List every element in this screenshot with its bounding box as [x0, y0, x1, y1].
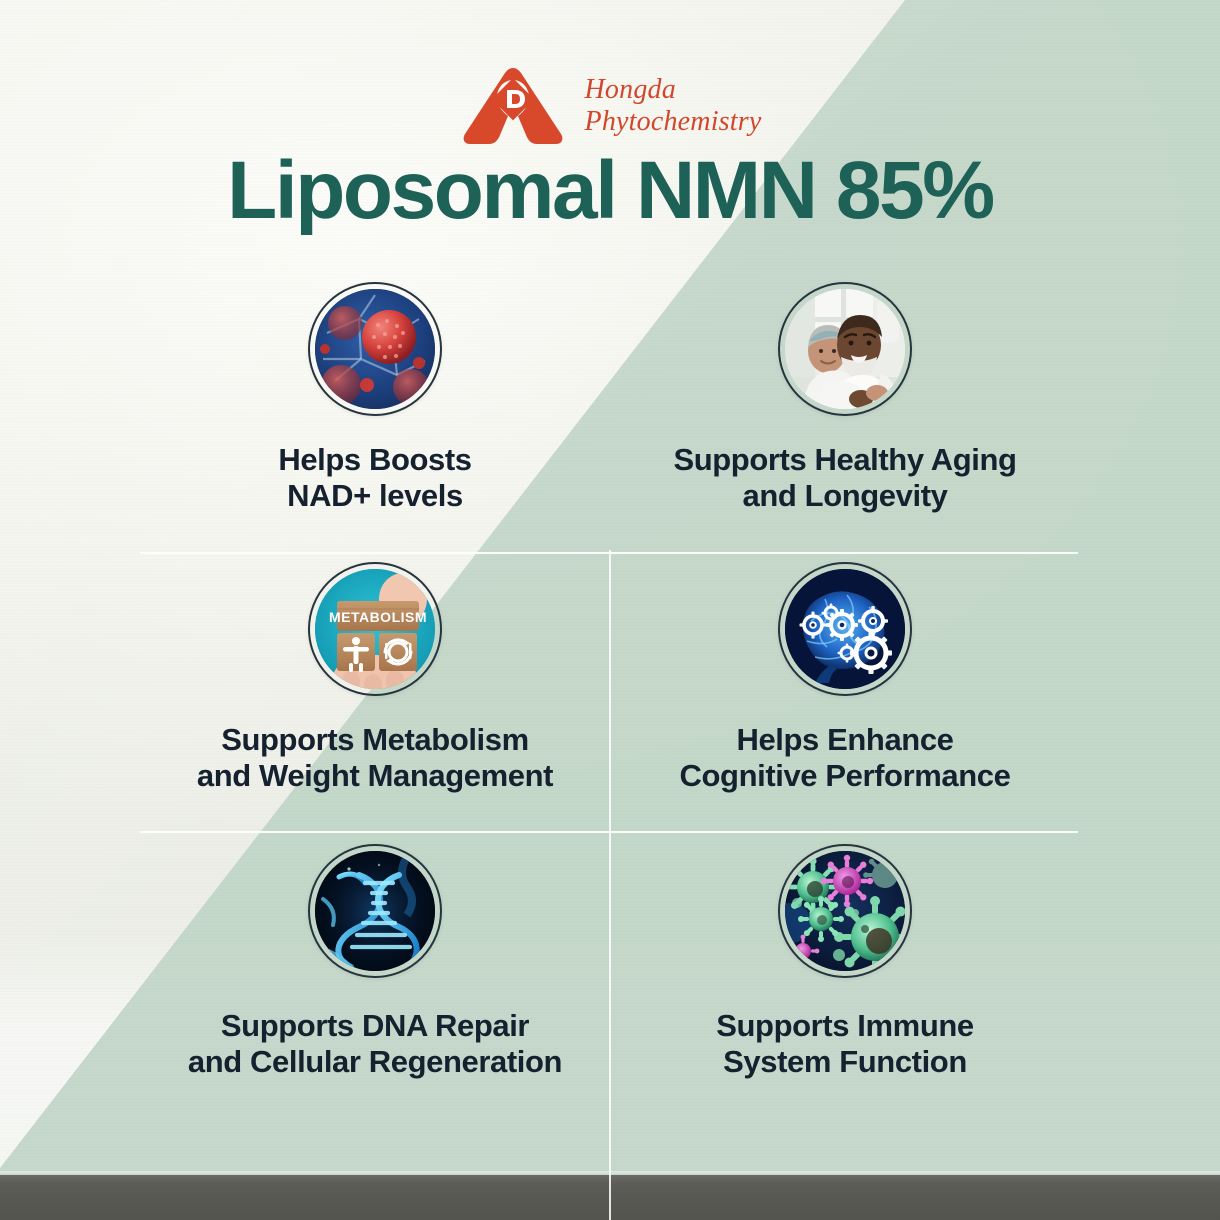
feature-item-cognitive: Helps Enhance Cognitive Performance — [610, 562, 1080, 794]
grid-divider-vertical — [609, 550, 611, 1220]
page-title: Liposomal NMN 85% — [227, 145, 995, 236]
feature-label: Supports Healthy Aging and Longevity — [673, 442, 1017, 513]
feature-item-nad-levels: Helps Boosts NAD+ levels — [140, 282, 610, 514]
feature-item-dna-repair: Supports DNA Repair and Cellular Regener… — [140, 844, 610, 1080]
brand-name: Hongda Phytochemistry — [585, 74, 762, 138]
feature-label: Supports Immune System Function — [716, 1008, 974, 1079]
feature-label: Helps Enhance Cognitive Performance — [679, 722, 1011, 793]
elderly-couple-photo-icon — [778, 282, 912, 416]
brand-name-line1: Hongda — [584, 74, 676, 106]
feature-label: Supports DNA Repair and Cellular Regener… — [187, 1008, 563, 1079]
feature-item-immune-system: Supports Immune System Function — [610, 844, 1080, 1080]
feature-label: Helps Boosts NAD+ levels — [278, 442, 472, 513]
brand-lockup: Hongda Phytochemistry — [0, 66, 1220, 146]
feature-label: Supports Metabolism and Weight Managemen… — [196, 722, 554, 793]
hongda-triangle-diamond-logo-icon — [459, 66, 567, 146]
svg-text:METABOLISM: METABOLISM — [329, 609, 427, 625]
red-cells-molecules-icon — [308, 282, 442, 416]
feature-item-healthy-aging: Supports Healthy Aging and Longevity — [610, 282, 1080, 514]
feature-item-metabolism: METABOLISM — [140, 562, 610, 794]
brain-gears-icon — [778, 562, 912, 696]
metabolism-wooden-blocks-icon: METABOLISM — [308, 562, 442, 696]
virus-microbes-icon — [778, 844, 912, 978]
feature-grid: Helps Boosts NAD+ levels — [140, 282, 1080, 1220]
dna-helix-icon — [308, 844, 442, 978]
brand-name-line2: Phytochemistry — [584, 106, 762, 137]
